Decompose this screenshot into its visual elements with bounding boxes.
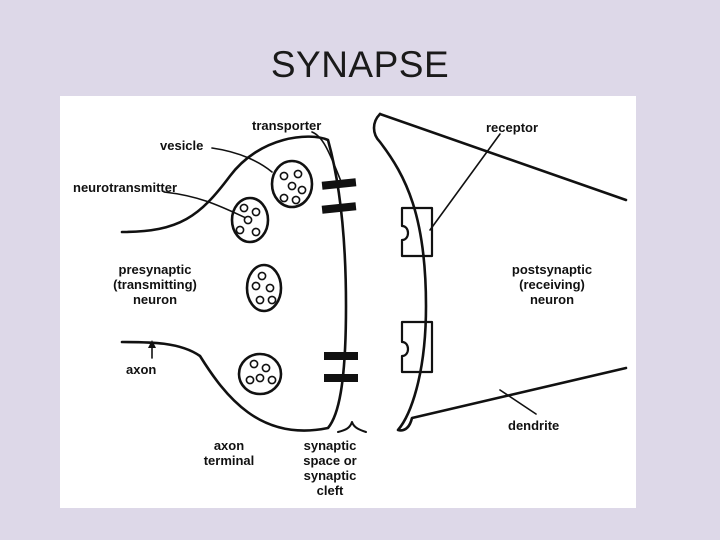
pointer-vesicle	[211, 147, 273, 173]
label-axon: axon	[126, 362, 157, 377]
label-receptor: receptor	[486, 120, 539, 135]
transporter-bar-2	[321, 202, 357, 214]
label-postsynaptic-line-2: (receiving)	[519, 277, 585, 292]
vesicle-4	[237, 352, 283, 396]
postsynaptic-upper-edge	[378, 112, 628, 202]
label-dendrite: dendrite	[508, 418, 560, 433]
synapse-diagram: transporter vesicle neurotransmitter rec…	[60, 96, 636, 508]
label-axon-terminal-line-1: axon	[213, 438, 245, 453]
label-presynaptic-line-1: presynaptic	[118, 262, 192, 277]
vesicle-1-molecules	[279, 169, 307, 205]
slide-title: SYNAPSE	[270, 44, 450, 85]
transporter-bar-4	[324, 374, 358, 382]
pointer-neurotransmitter	[163, 191, 247, 219]
label-transporter: transporter	[252, 118, 322, 133]
label-neurotransmitter: neurotransmitter	[73, 180, 178, 195]
pointer-transporter	[311, 131, 343, 185]
pointer-receptor	[429, 133, 501, 231]
label-synaptic-cleft-line-1: synaptic	[303, 438, 357, 453]
transporter-bar-1	[321, 178, 357, 190]
label-synaptic-cleft-line-4: cleft	[316, 483, 344, 498]
label-axon-terminal: axon terminal	[194, 438, 264, 468]
postsynaptic-membrane	[372, 112, 628, 432]
vesicle-3	[245, 263, 283, 313]
label-synaptic-cleft-line-2: space or	[303, 453, 357, 468]
label-presynaptic: presynaptic (transmitting) neuron	[100, 262, 210, 307]
label-presynaptic-line-3: neuron	[132, 292, 178, 307]
vesicle-1	[270, 159, 314, 209]
label-axon-terminal-line-2: terminal	[203, 453, 255, 468]
label-postsynaptic: postsynaptic (receiving) neuron	[492, 262, 612, 307]
label-postsynaptic-line-3: neuron	[529, 292, 575, 307]
label-synaptic-cleft-line-3: synaptic	[303, 468, 357, 483]
label-postsynaptic-line-1: postsynaptic	[511, 262, 593, 277]
cleft-brace	[337, 421, 367, 433]
presynaptic-membrane	[120, 135, 348, 432]
transporter-bar-3	[324, 352, 358, 360]
label-presynaptic-line-2: (transmitting)	[113, 277, 197, 292]
receptor-upper	[400, 206, 434, 258]
receptor-lower	[400, 320, 434, 374]
vesicle-2-molecules	[235, 203, 261, 237]
label-synaptic-cleft: synaptic space or synaptic cleft	[288, 438, 372, 498]
pointer-dendrite	[499, 389, 537, 415]
synapse-drawing	[120, 112, 628, 433]
vesicle-4-molecules	[245, 359, 277, 385]
vesicle-3-molecules	[251, 271, 277, 305]
vesicle-2	[230, 196, 270, 244]
axon-arrowhead	[148, 340, 156, 348]
label-vesicle: vesicle	[160, 138, 204, 153]
